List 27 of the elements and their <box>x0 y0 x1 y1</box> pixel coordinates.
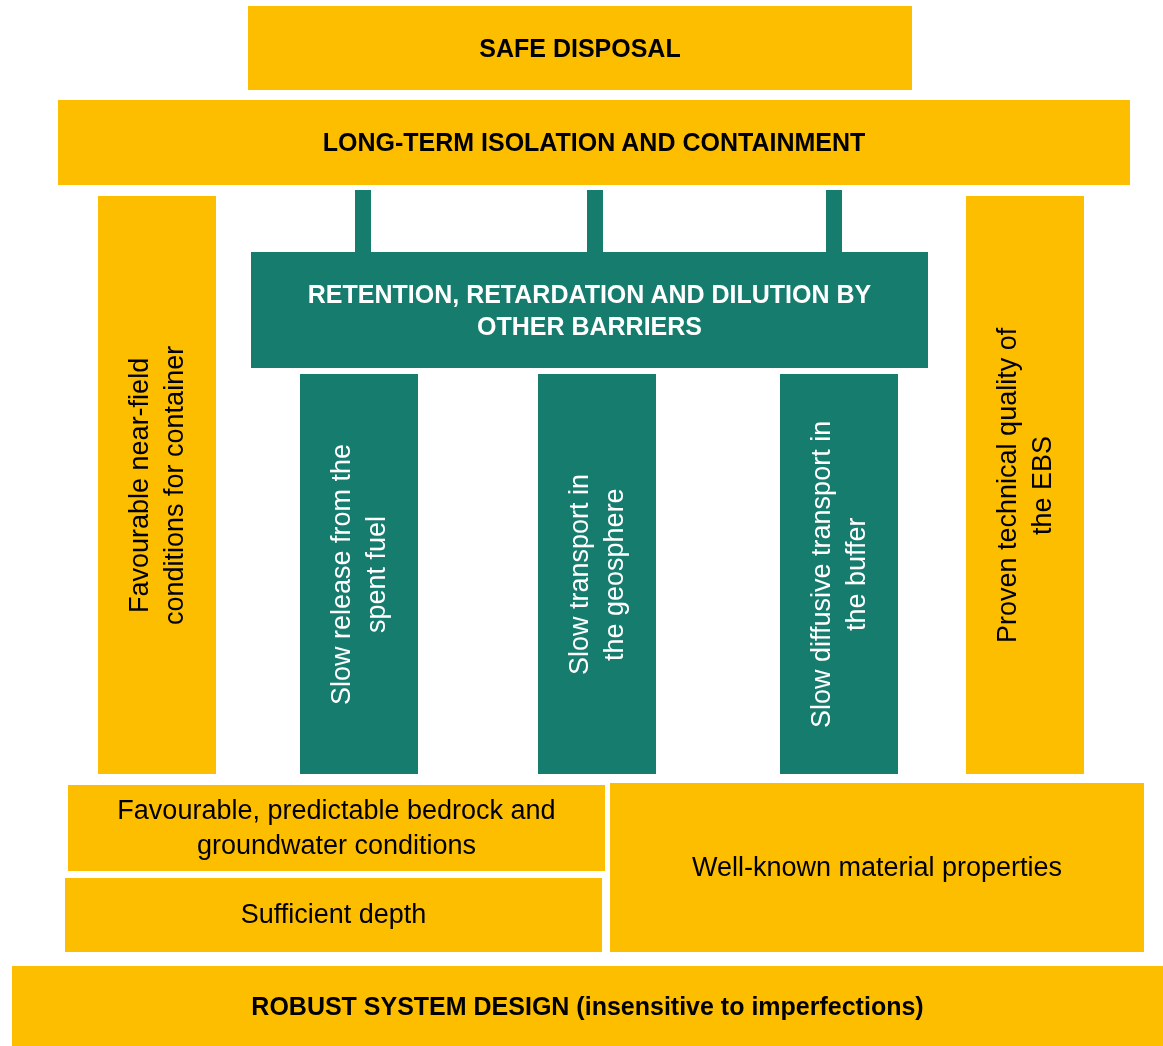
safety-box <box>58 100 1130 185</box>
connector-bar <box>355 190 371 252</box>
barrier-box <box>538 374 656 774</box>
safety-box <box>248 6 912 90</box>
box-label: RETENTION, RETARDATION AND DILUTION BY OTHER BARRIERS <box>306 278 873 342</box>
box-label: ROBUST SYSTEM DESIGN (insensitive to imperfections) <box>251 990 924 1022</box>
connector-bar <box>587 190 603 252</box>
safety-box <box>65 878 602 952</box>
box-label: Well-known material properties <box>691 850 1063 884</box>
safety-box <box>610 783 1144 952</box>
barrier-box <box>251 252 928 368</box>
barrier-box <box>780 374 898 774</box>
safety-box <box>966 196 1084 774</box>
box-label: Favourable near-field conditions for container <box>122 344 190 627</box>
barrier-box <box>300 374 418 774</box>
box-label: Sufficient depth <box>240 898 427 932</box>
box-label: Slow transport in the geosphere <box>562 472 630 677</box>
box-label: SAFE DISPOSAL <box>479 32 681 64</box>
box-label: Slow release from the spent fuel <box>324 442 392 707</box>
box-label: Slow diffusive transport in the buffer <box>804 419 872 730</box>
box-label: Favourable, predictable bedrock and groundwater conditions <box>116 793 557 862</box>
connector-bar <box>826 190 842 252</box>
box-label: LONG-TERM ISOLATION AND CONTAINMENT <box>322 127 866 159</box>
box-label: Proven technical quality of the EBS <box>990 326 1058 645</box>
safety-box <box>68 785 605 871</box>
safety-box <box>98 196 216 774</box>
safety-box <box>12 966 1163 1046</box>
